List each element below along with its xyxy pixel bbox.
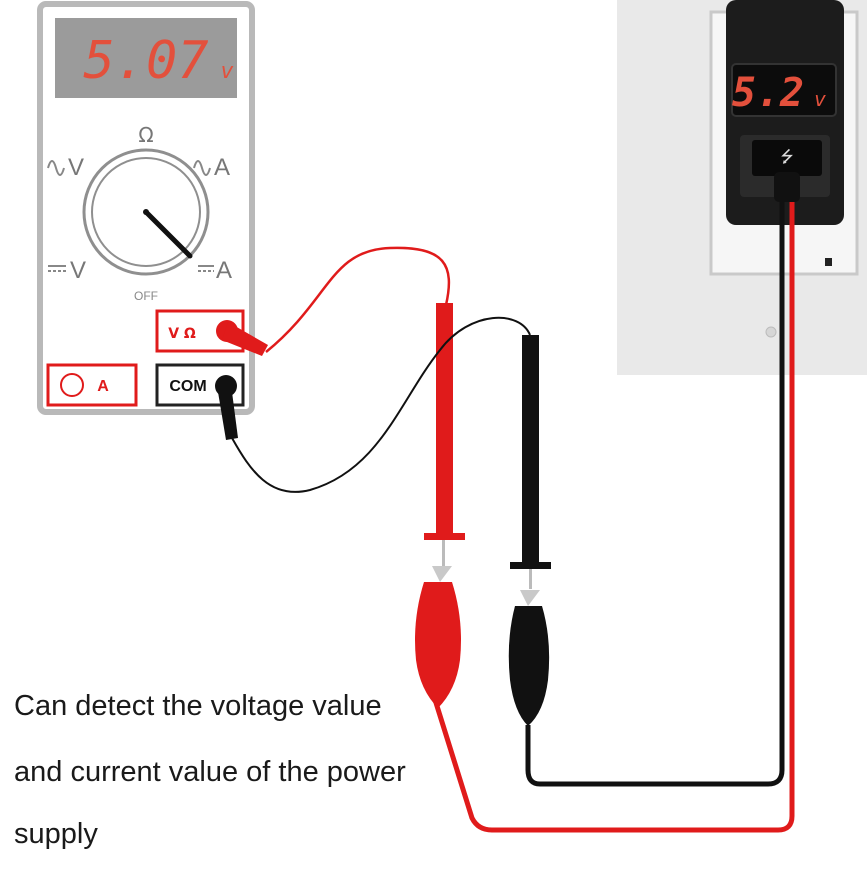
usb-meter-reading: 5.2 xyxy=(732,70,804,116)
dial-dc-a-label: A xyxy=(216,257,232,284)
black-probe-handle xyxy=(522,335,539,562)
dial-pointer xyxy=(143,209,193,259)
dial-off-label: OFF xyxy=(134,289,158,303)
red-probe-handle xyxy=(436,303,453,533)
dial-ac-v-label: V xyxy=(68,154,84,181)
dc-symbol-icon xyxy=(48,265,66,272)
usb-symbol-icon: ⭍ xyxy=(780,147,793,166)
dial-ohm-label: Ω xyxy=(138,123,153,147)
ac-wave-icon xyxy=(47,160,65,176)
usb-meter-unit: v xyxy=(814,87,826,111)
red-alligator-clip xyxy=(415,582,461,708)
v-ohm-port-label: V Ω xyxy=(168,326,196,342)
dial-dc-v-label: V xyxy=(70,257,86,284)
black-alligator-clip xyxy=(508,606,550,726)
caption-line-1: Can detect the voltage value xyxy=(14,690,382,722)
red-test-lead xyxy=(216,246,465,708)
multimeter: 5.07 v Ω V A V A OFF V Ω A COM xyxy=(37,1,255,415)
dc-symbol-icon xyxy=(198,265,214,272)
com-port-label: COM xyxy=(169,378,206,395)
multimeter-unit: v xyxy=(220,59,234,84)
caption-line-3: supply xyxy=(14,818,98,850)
usb-voltage-meter: ⭍ 5.2 v xyxy=(726,0,844,225)
black-test-lead xyxy=(215,316,551,726)
caption-line-2: and current value of the power xyxy=(14,756,406,788)
multimeter-reading: 5.07 xyxy=(83,31,208,91)
a-port xyxy=(46,363,138,407)
ac-wave-icon xyxy=(193,160,211,176)
dial-ac-a-label: A xyxy=(214,154,230,181)
usb-cable xyxy=(429,172,800,833)
a-port-label: A xyxy=(97,378,109,395)
